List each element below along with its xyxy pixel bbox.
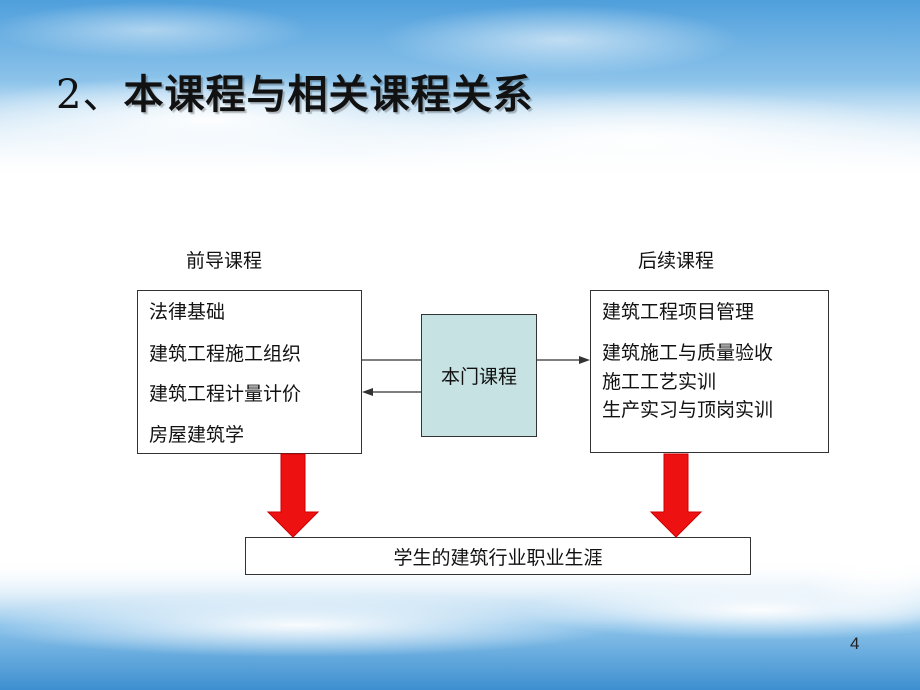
prerequisite-box: 法律基础 建筑工程施工组织 建筑工程计量计价 房屋建筑学 [137, 290, 362, 454]
prerequisite-item: 建筑工程计量计价 [149, 383, 302, 405]
page-number: 4 [850, 634, 860, 653]
prerequisite-heading: 前导课程 [186, 250, 263, 272]
title-number: 2、 [56, 72, 124, 118]
follow-up-item: 建筑工程项目管理 [602, 301, 755, 323]
follow-up-box: 建筑工程项目管理 建筑施工与质量验收 施工工艺实训 生产实习与顶岗实训 [590, 290, 829, 453]
prerequisite-item: 建筑工程施工组织 [149, 343, 302, 365]
title-text: 本课程与相关课程关系 [123, 71, 534, 118]
follow-up-item: 施工工艺实训 [602, 371, 717, 393]
slide-title: 2、本课程与相关课程关系 [56, 62, 533, 120]
core-course-label: 本门课程 [440, 366, 517, 388]
core-course-box: 本门课程 [421, 314, 537, 437]
prerequisite-item: 法律基础 [149, 301, 226, 323]
career-label: 学生的建筑行业职业生涯 [393, 546, 603, 569]
follow-up-item: 建筑施工与质量验收 [602, 342, 774, 364]
follow-up-heading: 后续课程 [638, 250, 715, 272]
follow-up-item: 生产实习与顶岗实训 [602, 399, 774, 421]
career-box: 学生的建筑行业职业生涯 [245, 537, 751, 575]
prerequisite-item: 房屋建筑学 [149, 424, 245, 446]
